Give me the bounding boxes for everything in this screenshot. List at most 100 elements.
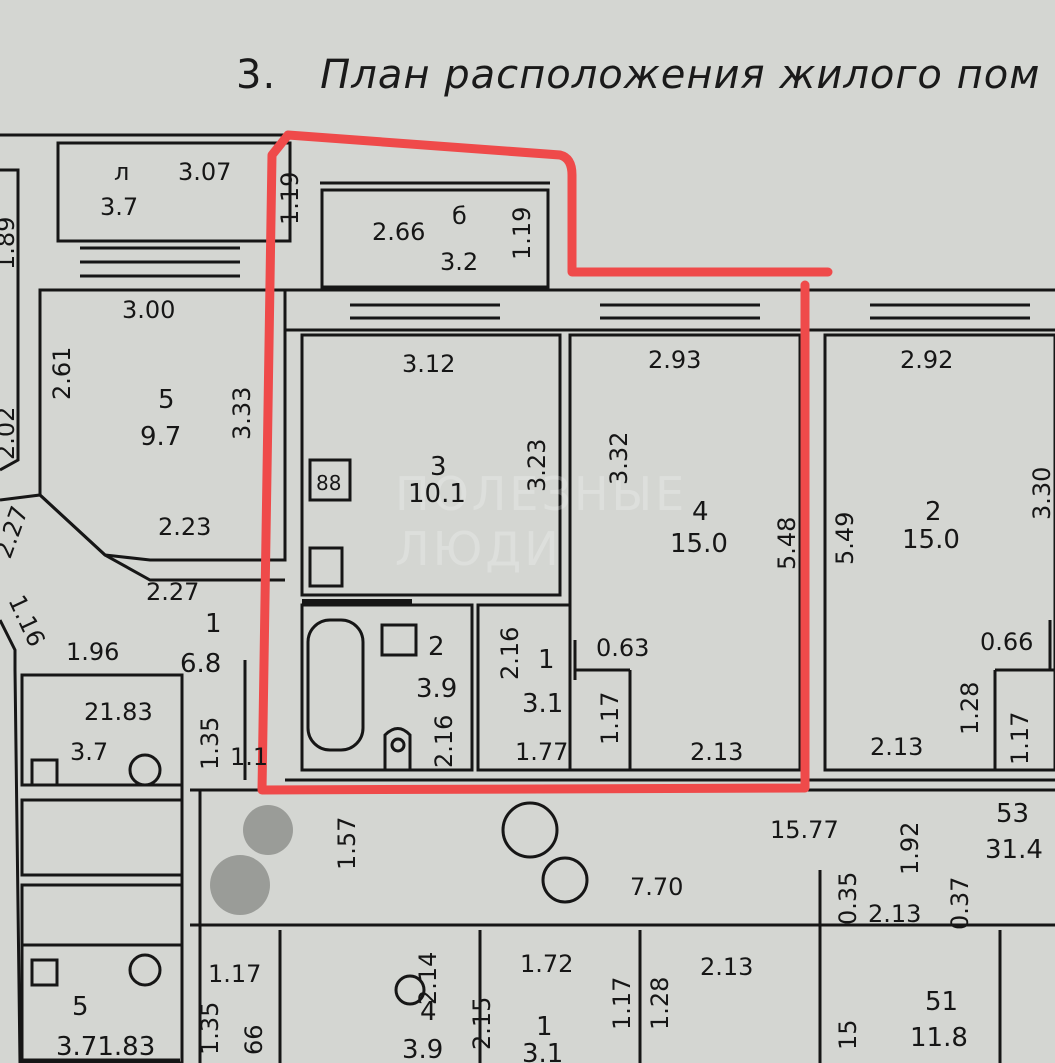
title-number: 3. [236, 52, 277, 98]
label-wc-117: 1.17 [596, 692, 624, 745]
label-b-371-83: 3.71.83 [56, 1032, 155, 1062]
label-balcony-left-area: 3.7 [100, 193, 138, 221]
balcony-outline [320, 188, 550, 289]
label-b-118: 11.8 [910, 1023, 968, 1053]
label-left-135: 1.35 [196, 717, 224, 770]
watermark-line-1: ПОЛЕЗНЫЕ [395, 467, 687, 521]
label-left-room-area: 9.7 [140, 422, 181, 452]
label-hall-192: 1.92 [896, 822, 924, 875]
label-wc-num: 1 [538, 645, 555, 675]
label-hall-213: 2.13 [868, 900, 921, 928]
label-balcony-depth: 1.19 [508, 207, 536, 260]
label-kitchen-num: 3 [430, 452, 447, 482]
label-room4-num: 4 [692, 497, 709, 527]
walls [0, 133, 1055, 1063]
label-b-51: 51 [925, 987, 958, 1017]
label-b-1: 1 [536, 1012, 553, 1042]
label-left-37b: 3.7 [70, 738, 108, 766]
label-stove: 88 [316, 471, 341, 495]
bathtub [306, 618, 365, 752]
wc-outline [476, 603, 572, 772]
label-wc-177: 1.77 [515, 738, 568, 766]
label-b-172: 1.72 [520, 950, 573, 978]
sink [380, 623, 418, 657]
label-left-223: 2.23 [158, 513, 211, 541]
label-b-213: 2.13 [700, 953, 753, 981]
label-hall-53: 53 [996, 799, 1029, 829]
label-hall-770: 7.70 [630, 873, 683, 901]
stove [308, 458, 352, 502]
label-left-189: 1.89 [0, 217, 20, 270]
label-room4-063: 0.63 [596, 634, 649, 662]
label-b-117: 1.17 [208, 960, 261, 988]
label-left-11: 1.1 [230, 743, 268, 771]
label-hall-035: 0.35 [834, 872, 862, 925]
label-b-214: 2.14 [414, 952, 442, 1005]
label-right-area: 15.0 [902, 525, 960, 555]
label-balcony-left-name: л [114, 158, 129, 186]
label-left-333: 3.33 [228, 387, 256, 440]
label-left-1-area: 6.8 [180, 649, 221, 679]
label-bath-216: 2.16 [496, 627, 524, 680]
watermark-line-2: ЛЮДИ [395, 522, 562, 576]
dimension-labels: л 3.07 3.7 1.19 2.66 б 3.2 1.19 3.00 2.6… [0, 158, 1055, 1063]
label-b-31: 3.1 [522, 1039, 563, 1063]
label-left-room-num: 5 [158, 385, 175, 415]
label-bath-num: 2 [428, 632, 445, 662]
label-bath-area: 3.9 [416, 674, 457, 704]
label-hall-314: 31.4 [985, 835, 1043, 865]
label-b-4: 4 [420, 997, 437, 1027]
label-b-39: 3.9 [402, 1035, 443, 1063]
label-room4-area: 15.0 [670, 529, 728, 559]
label-kitchen-depth: 3.23 [523, 439, 551, 492]
kitchen-outline [300, 333, 562, 597]
label-room4-depth: 5.48 [773, 517, 801, 570]
label-room4-213: 2.13 [690, 738, 743, 766]
room-4-outline [568, 333, 802, 772]
room-2-outline [823, 333, 1055, 772]
label-balcony-left-len: 3.07 [178, 158, 231, 186]
label-hall-157: 1.57 [333, 817, 361, 870]
title-text: План расположения жилого пом [320, 52, 1041, 98]
label-left-261: 2.61 [48, 347, 76, 400]
label-b-135: 1.35 [196, 1002, 224, 1055]
label-right-213: 2.13 [870, 733, 923, 761]
kitchen-sink [308, 546, 344, 588]
label-balcony-len: 2.66 [372, 218, 425, 246]
label-b-215: 2.15 [468, 997, 496, 1050]
label-room4-332: 3.32 [605, 432, 633, 485]
label-room4-width: 2.93 [648, 346, 701, 374]
label-right-117: 1.17 [1006, 712, 1034, 765]
label-right-330: 3.30 [1028, 467, 1055, 520]
label-left-1-num: 1 [205, 609, 222, 639]
label-hall-1577: 15.77 [770, 816, 839, 844]
label-right-549: 5.49 [831, 512, 859, 565]
label-b-66: 66 [240, 1024, 268, 1055]
plan-title: 3. План расположения жилого пом [236, 52, 1040, 98]
label-left-300: 3.00 [122, 296, 175, 324]
label-b-5: 5 [72, 992, 89, 1022]
label-left-196: 1.96 [66, 638, 119, 666]
label-b-117b: 1.17 [608, 977, 636, 1030]
label-bath-216b: 2.16 [430, 715, 458, 768]
label-wc-area: 3.1 [522, 689, 563, 719]
label-b-128: 1.28 [646, 977, 674, 1030]
label-left-227: 2.27 [146, 578, 199, 606]
label-balcony-area: 3.2 [440, 248, 478, 276]
label-right-292: 2.92 [900, 346, 953, 374]
label-kitchen-width: 3.12 [402, 350, 455, 378]
apartment-highlight [257, 130, 833, 795]
label-left-2183: 21.83 [84, 698, 153, 726]
label-kitchen-area: 10.1 [408, 479, 466, 509]
toilet-1 [383, 727, 412, 770]
label-balcony-name: б [452, 202, 467, 230]
label-b-15: 15 [834, 1019, 862, 1050]
label-right-128: 1.28 [956, 682, 984, 735]
left-balcony-outline [56, 141, 292, 243]
label-left-227b: 2.27 [0, 502, 34, 562]
label-right-num: 2 [925, 497, 942, 527]
label-balcony-left-depth: 1.19 [276, 172, 304, 225]
label-left-202: 2.02 [0, 407, 20, 460]
grey-blobs [210, 805, 293, 915]
